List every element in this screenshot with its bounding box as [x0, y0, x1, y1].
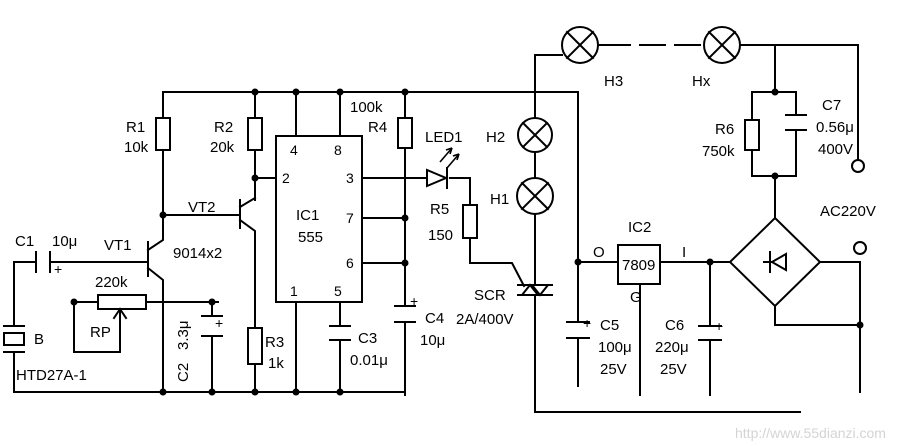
ic1-label: IC1: [296, 207, 319, 224]
r4-resistor: [397, 117, 413, 149]
polarity-marks: + + + + +: [54, 261, 723, 334]
c5-voltage: 25V: [600, 361, 627, 378]
ic1-pin5: 5: [334, 283, 342, 299]
r1-resistor: [155, 117, 171, 151]
ac-terminal-top: [851, 159, 865, 173]
bridge-rectifier: [728, 216, 822, 308]
rp-label: RP: [90, 324, 111, 341]
r5-resistor: [462, 204, 478, 239]
c6-label: C6: [665, 317, 684, 334]
c2-label: C2: [175, 363, 192, 382]
lamp-h3: [561, 26, 599, 64]
r1-label: R1: [126, 119, 145, 136]
buzzer-type: HTD27A-1: [16, 367, 87, 384]
r3-label: R3: [265, 334, 284, 351]
scr-triac: [517, 283, 553, 297]
led1-label: LED1: [425, 129, 463, 146]
ic1-pin4: 4: [290, 142, 298, 158]
ic2-label: IC2: [628, 219, 651, 236]
ac-label: AC220V: [820, 203, 876, 220]
svg-text:+: +: [715, 318, 723, 334]
lamp-hx: [703, 26, 741, 64]
junctions: [70, 88, 864, 396]
ic1-pin8: 8: [334, 142, 342, 158]
c1-label: C1: [15, 233, 34, 250]
c7-label: C7: [822, 97, 841, 114]
c7-capacitor: [785, 114, 807, 131]
svg-text:+: +: [410, 293, 418, 309]
c2-capacitor: [201, 315, 223, 337]
scr-rating: 2A/400V: [456, 311, 514, 328]
c7-voltage: 400V: [818, 141, 853, 158]
led1-diode: [426, 147, 460, 189]
r6-resistor: [744, 119, 760, 151]
rp-wiper: [112, 307, 128, 320]
svg-text:+: +: [583, 315, 591, 331]
c1-capacitor: [35, 251, 51, 273]
r2-resistor: [247, 117, 263, 151]
ic2-output-pin: O: [593, 244, 605, 261]
ic1-pin2: 2: [282, 170, 290, 186]
c3-value: 0.01μ: [350, 352, 388, 369]
c5-label: C5: [600, 317, 619, 334]
ic2-type: 7809: [622, 257, 655, 274]
c5-capacitor: [566, 321, 590, 339]
vt1-label: VT1: [104, 237, 132, 254]
rp-value: 220k: [95, 274, 128, 291]
r4-label: R4: [368, 119, 387, 136]
r2-label: R2: [214, 119, 233, 136]
c6-value: 220μ: [655, 339, 689, 356]
c1-value: 10μ: [52, 233, 77, 250]
r5-label: R5: [430, 201, 449, 218]
rp-potentiometer: [97, 294, 147, 310]
transistor-type: 9014x2: [173, 245, 222, 262]
c4-capacitor: [394, 305, 416, 323]
ic1-pin1: 1: [290, 283, 298, 299]
r6-label: R6: [715, 121, 734, 138]
r2-value: 20k: [210, 139, 235, 156]
r6-value: 750k: [702, 143, 735, 160]
c3-label: C3: [358, 330, 377, 347]
c6-voltage: 25V: [660, 361, 687, 378]
buzzer-label: B: [34, 331, 44, 348]
watermark-text: http://www.55dianzi.com: [735, 425, 886, 441]
ic1-type: 555: [298, 229, 323, 246]
c3-capacitor: [329, 325, 351, 341]
ic1-pin6: 6: [346, 255, 354, 271]
r3-value: 1k: [268, 355, 284, 372]
c4-value: 10μ: [420, 332, 445, 349]
svg-text:+: +: [54, 261, 62, 277]
ic1-555-body: [275, 135, 363, 303]
r3-resistor: [247, 327, 263, 365]
c7-value: 0.56μ: [816, 119, 854, 136]
vt2-label: VT2: [188, 199, 216, 216]
hx-label: Hx: [692, 73, 711, 90]
svg-text:+: +: [215, 315, 223, 331]
r1-value: 10k: [124, 139, 149, 156]
scr-label: SCR: [474, 287, 506, 304]
ic2-7809-body: [617, 244, 661, 285]
lamp-h2: [517, 117, 553, 153]
ic1-pin7: 7: [346, 210, 354, 226]
c5-value: 100μ: [598, 339, 632, 356]
c2-value: 3.3μ: [175, 321, 192, 351]
c4-label: C4: [425, 310, 444, 327]
ic1-pin3: 3: [346, 170, 354, 186]
lamp-h1: [516, 177, 554, 215]
h2-label: H2: [486, 129, 505, 146]
buzzer-b: [3, 325, 25, 353]
ac-terminal-bottom: [853, 241, 867, 255]
h1-label: H1: [490, 191, 509, 208]
h3-label: H3: [604, 73, 623, 90]
c6-capacitor: [698, 325, 722, 341]
r5-value: 150: [428, 227, 453, 244]
r4-value: 100k: [350, 99, 383, 116]
labels: R1 10k R2 20k 100k R4 R5 150 R3 1k R6 75…: [15, 73, 876, 384]
ic2-ground-pin: G: [630, 289, 642, 306]
ic2-input-pin: I: [682, 244, 686, 261]
